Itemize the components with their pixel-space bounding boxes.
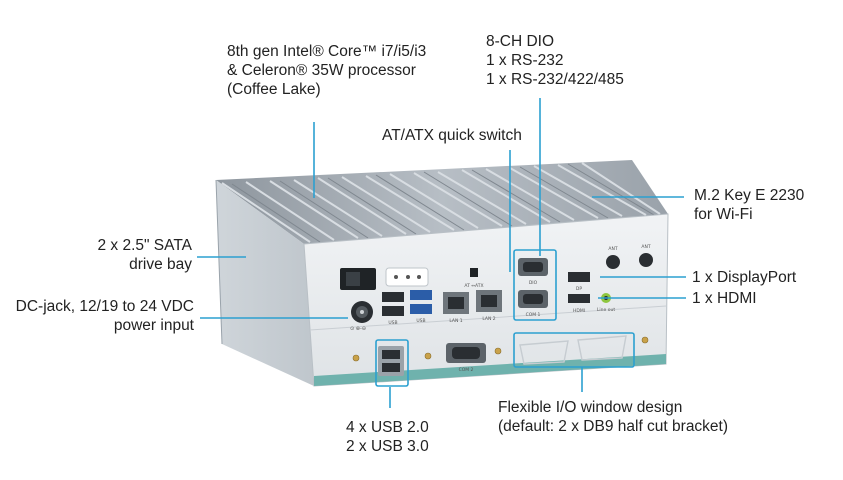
- at-atx-panel-label: AT ↔ATX: [464, 283, 483, 289]
- usb-panel-label-b: USB: [416, 318, 425, 324]
- m2-wifi-label: M.2 Key E 2230 for Wi-Fi: [694, 187, 805, 223]
- chassis-left-side: [216, 180, 314, 386]
- power-switch: [340, 268, 376, 290]
- dio-db9-connector: [518, 258, 548, 276]
- usb2-port-pair: [382, 292, 404, 316]
- lan2-port: [476, 290, 502, 312]
- hdmi-label: 1 x HDMI: [692, 290, 757, 307]
- at-atx-switch-label: AT/ATX quick switch: [382, 127, 522, 144]
- lan2-panel-label: LAN 2: [482, 316, 495, 322]
- flexible-io-knockouts: [519, 335, 627, 365]
- led-indicator-window: [385, 267, 429, 287]
- heatsink-top: [216, 160, 668, 244]
- com1-db9-connector: [518, 290, 548, 308]
- processor-label: 8th gen Intel® Core™ i7/i5/i3 & Celeron®…: [227, 43, 427, 98]
- sata-drive-bay-label: 2 x 2.5" SATA drive bay: [97, 237, 192, 273]
- dp-panel-label: DP: [576, 286, 582, 292]
- flexible-io-label: Flexible I/O window design (default: 2 x…: [498, 399, 729, 435]
- lineout-panel-label: Line out: [597, 307, 615, 313]
- chassis-bottom-band: [314, 354, 666, 386]
- antenna-hole-2: [639, 253, 653, 267]
- at-atx-switch: [470, 268, 478, 277]
- usb-ports-label: 4 x USB 2.0 2 x USB 3.0: [346, 419, 429, 455]
- antenna-hole-1: [606, 255, 620, 269]
- ant1-panel-label: ANT: [608, 246, 617, 252]
- displayport-connector: [568, 272, 590, 282]
- hdmi-panel-label: HDMI: [573, 308, 585, 314]
- usb3-port-pair: [410, 290, 432, 314]
- serial-dio-label: 8-CH DIO 1 x RS-232 1 x RS-232/422/485: [486, 33, 624, 88]
- hdmi-connector: [568, 294, 590, 303]
- dc-jack-panel-label: ⊙ ⊕-⊖: [350, 326, 366, 332]
- dc-jack-label: DC-jack, 12/19 to 24 VDC power input: [15, 298, 194, 334]
- usb-panel-label-a: USB: [388, 320, 397, 326]
- panel-screws: [352, 336, 649, 362]
- displayport-label: 1 x DisplayPort: [692, 269, 797, 286]
- com1-panel-label: COM 1: [526, 312, 541, 318]
- lan1-port: [443, 292, 469, 314]
- front-usb-port-pair: [378, 346, 404, 376]
- com2-panel-label: COM 2: [459, 367, 474, 373]
- dio-panel-label: DIO: [529, 280, 538, 286]
- callout-lines: [197, 98, 686, 408]
- lan1-panel-label: LAN 1: [449, 318, 462, 324]
- ant2-panel-label: ANT: [641, 244, 650, 250]
- com2-db9-connector: [446, 343, 486, 363]
- dc-jack: [351, 301, 373, 323]
